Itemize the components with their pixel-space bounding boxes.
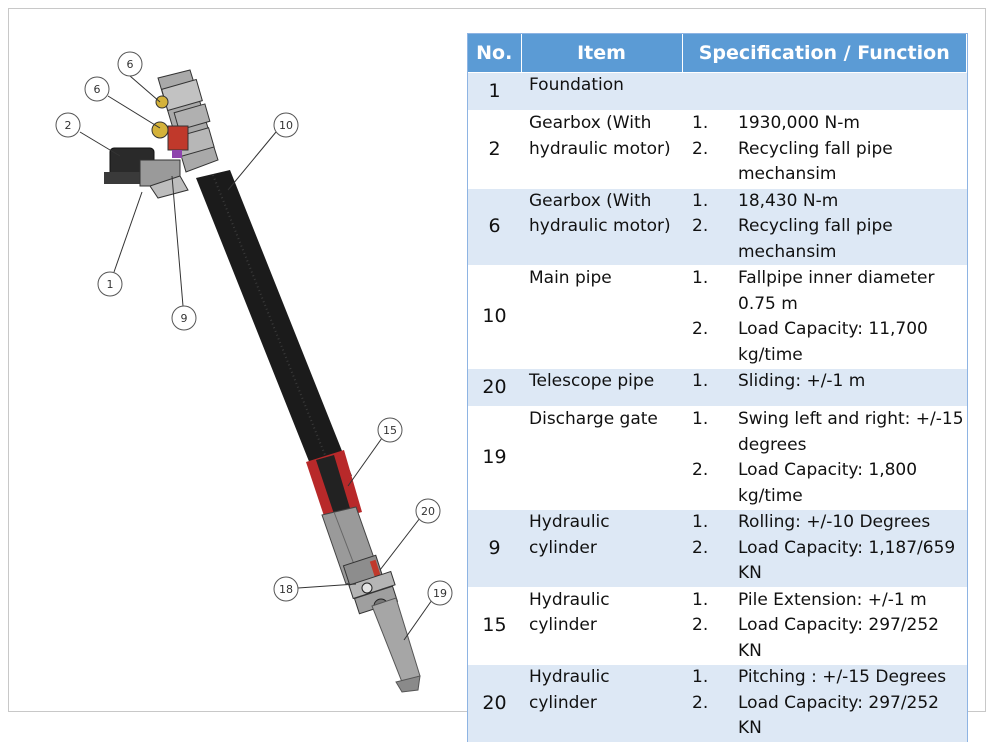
row-spec: 1.1930,000 N-m 2.Recycling fall pipe mech… (682, 110, 967, 188)
spec-item: 2.Load Capacity: 1,187/659 KN (692, 537, 956, 584)
spec-item: 1.Pile Extension: +/-1 m (692, 589, 927, 610)
row-spec: 1.Pitching : +/-15 Degrees 2.Load Capacit… (682, 664, 967, 742)
callout-6b: 6 (94, 83, 101, 96)
row-number: 20 (468, 664, 521, 742)
row-item: Discharge gate (521, 406, 682, 510)
spec-item: 2.Recycling fall pipe mechansim (692, 138, 893, 185)
spec-item: 1.Swing left and right: +/-15 degrees (692, 409, 964, 455)
callouts: 6 6 2 10 1 9 15 20 18 19 (55, 51, 453, 641)
callout-19: 19 (433, 587, 447, 600)
row-item: Hydraulic cylinder (521, 586, 682, 665)
row-spec: 1.Fallpipe inner diameter 0.75 m 2.Load C… (682, 265, 967, 369)
row-item: Main pipe (521, 265, 682, 369)
spec-item: 2.Load Capacity: 11,700 kg/time (692, 319, 928, 365)
header-no: No. (468, 34, 522, 73)
spec-item: 2.Load Capacity: 297/252 KN (692, 615, 939, 661)
row-number: 1 (468, 72, 521, 111)
header-spec: Specification / Function (682, 34, 967, 73)
spec-item: 1.Rolling: +/-10 Degrees (692, 512, 931, 532)
callout-18: 18 (279, 583, 293, 596)
row-spec: 1.Pile Extension: +/-1 m 2.Load Capacity:… (682, 586, 967, 665)
discharge-gate (371, 597, 421, 683)
row-spec: 1.18,430 N-m 2.Recycling fall pipe mechan… (682, 187, 967, 266)
row-item: Foundation (521, 72, 682, 111)
row-item: Hydraulic cylinder (521, 664, 682, 742)
header-item: Item (521, 34, 683, 73)
row-number: 9 (468, 509, 521, 587)
row-number: 10 (468, 265, 521, 369)
callout-2: 2 (65, 119, 72, 132)
callout-10: 10 (279, 119, 293, 132)
spec-item: 1.1930,000 N-m (692, 113, 860, 133)
row-item: Telescope pipe (521, 368, 682, 407)
callout-1: 1 (107, 278, 114, 291)
row-spec: 1.Rolling: +/-10 Degrees 2.Load Capacity:… (682, 509, 967, 587)
callout-6a: 6 (127, 58, 134, 71)
row-spec: 1.Swing left and right: +/-15 degrees 2.L… (682, 406, 967, 510)
row-spec: 1.Sliding: +/-1 m (682, 368, 967, 407)
row-number: 2 (468, 110, 521, 188)
row-number: 20 (468, 368, 521, 407)
spec-item: 1.Pitching : +/-15 Degrees (692, 667, 947, 687)
callout-20: 20 (421, 505, 435, 518)
row-spec (682, 72, 967, 111)
row-item: Gearbox (With hydraulic motor) (521, 187, 682, 266)
callout-15: 15 (383, 424, 397, 437)
fallpipe-drawing: 6 6 2 10 1 9 15 20 18 19 (55, 51, 453, 693)
spec-item: 1.18,430 N-m (692, 190, 839, 211)
row-item: Gearbox (With hydraulic motor) (521, 110, 682, 188)
row-item: Hydraulic cylinder (521, 509, 682, 587)
spec-item: 2.Load Capacity: 297/252 KN (692, 692, 939, 739)
table-header-row: No. Item Specification / Function (468, 34, 967, 73)
callout-9: 9 (181, 312, 188, 325)
row-number: 19 (468, 406, 521, 510)
spec-item: 1.Sliding: +/-1 m (692, 371, 866, 391)
spec-item: 2.Recycling fall pipe mechansim (692, 216, 893, 262)
spec-item: 2.Load Capacity: 1,800 kg/time (692, 460, 918, 506)
row-number: 6 (468, 187, 521, 266)
row-number: 15 (468, 586, 521, 665)
main-pipe (196, 170, 352, 484)
spec-item: 1.Fallpipe inner diameter 0.75 m (692, 268, 935, 314)
